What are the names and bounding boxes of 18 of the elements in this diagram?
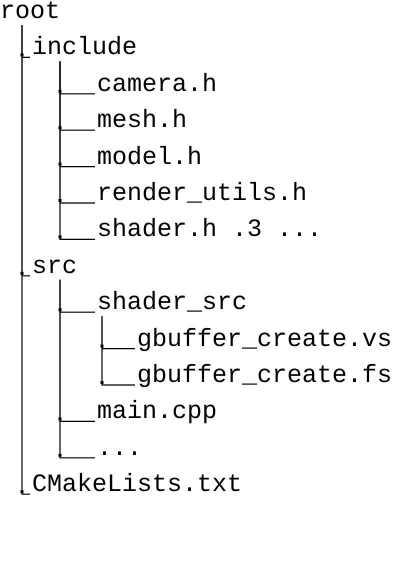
tree-connector: [101, 316, 135, 386]
tree-item-label: shader_src: [97, 290, 248, 316]
tree-item-label: gbuffer_create.fs: [137, 363, 392, 389]
tree-item-label: shader.h .3 ...: [97, 217, 322, 244]
tree-item-label: mesh.h: [97, 108, 188, 134]
tree-item-label: ...: [97, 436, 142, 462]
tree-item-label: camera.h: [97, 72, 218, 98]
tree-item-label: render_utils.h: [97, 181, 308, 207]
tree-item-label: src: [32, 254, 78, 280]
tree-item-label: gbuffer_create.vs: [137, 326, 392, 353]
tree-item-label: model.h: [97, 144, 202, 171]
tree-connector: [59, 61, 95, 240]
tree-connector: [59, 280, 95, 458]
tree-item-label: main.cpp: [97, 399, 218, 426]
tree-item-label: include: [32, 35, 138, 62]
tree-connector: [21, 25, 30, 495]
tree-item-label: CMakeLists.txt: [32, 472, 242, 498]
root-folder-label: root: [0, 0, 60, 25]
